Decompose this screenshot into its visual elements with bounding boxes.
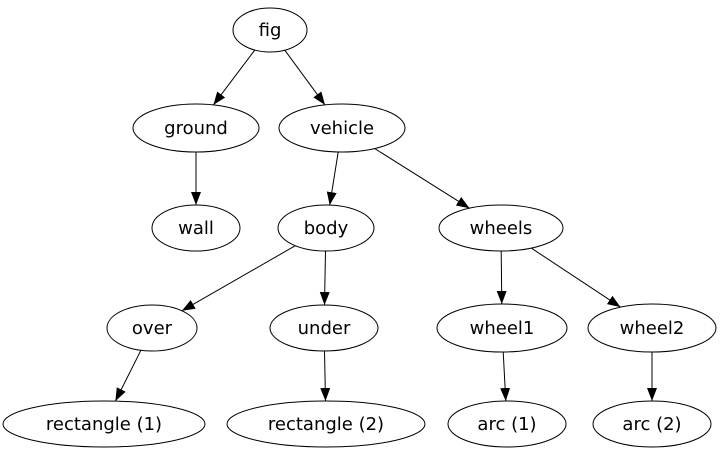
node-wheels-label: wheels [470,218,533,239]
node-fig-ellipse [232,7,308,53]
node-over-ellipse [106,304,198,352]
edge-fig-ground [213,49,256,106]
node-rectangle2-label: rectangle (2) [268,414,384,435]
node-body: body [277,204,375,252]
edge-vehicle-body [326,151,339,206]
node-over-label: over [132,318,173,339]
edge-body-over [181,245,296,312]
node-under-label: under [298,318,351,339]
node-wheel1-ellipse [436,303,568,353]
node-under: under [269,304,379,352]
nodes-layer: fig ground vehicle wall body wheels over under w… [2,7,717,448]
node-rectangle2: rectangle (2) [226,400,426,448]
node-rectangle1-label: rectangle (1) [46,414,162,435]
edge-vehicle-wheels [374,148,470,209]
node-arc1: arc (1) [447,400,567,448]
edge-fig-vehicle [284,49,326,106]
node-ground-ellipse [132,103,260,153]
node-fig: fig [232,7,308,53]
node-vehicle: vehicle [278,103,406,153]
node-rectangle1-ellipse [2,400,206,448]
node-body-ellipse [277,204,375,252]
node-wall: wall [151,204,241,252]
node-arc1-ellipse [447,400,567,448]
node-arc2: arc (2) [592,400,712,448]
node-vehicle-ellipse [278,103,406,153]
node-wall-ellipse [151,204,241,252]
edge-wheel1-arc1 [500,351,511,402]
node-arc2-label: arc (2) [622,414,681,435]
node-wheel1: wheel1 [436,303,568,353]
edges-layer [114,49,657,402]
node-wheel2-label: wheel2 [620,318,685,339]
node-rectangle1: rectangle (1) [2,400,206,448]
node-wheel1-label: wheel1 [470,318,535,339]
node-wheels: wheels [438,204,564,252]
node-ground: ground [132,103,260,153]
node-wheel2: wheel2 [587,303,717,353]
node-arc2-ellipse [592,400,712,448]
node-under-ellipse [269,304,379,352]
node-wall-label: wall [178,218,214,239]
edge-under-rectangle2 [320,350,331,402]
edge-wheels-wheel1 [496,250,507,305]
node-rectangle2-ellipse [226,400,426,448]
node-over: over [106,304,198,352]
node-vehicle-label: vehicle [310,118,374,139]
edge-over-rectangle1 [114,350,142,402]
edge-wheels-wheel2 [531,247,621,308]
node-arc1-label: arc (1) [477,414,536,435]
node-ground-label: ground [164,118,228,139]
node-wheels-ellipse [438,204,564,252]
edge-body-under [319,250,330,306]
node-wheel2-ellipse [587,303,717,353]
node-body-label: body [304,218,349,239]
node-fig-label: fig [259,20,282,41]
